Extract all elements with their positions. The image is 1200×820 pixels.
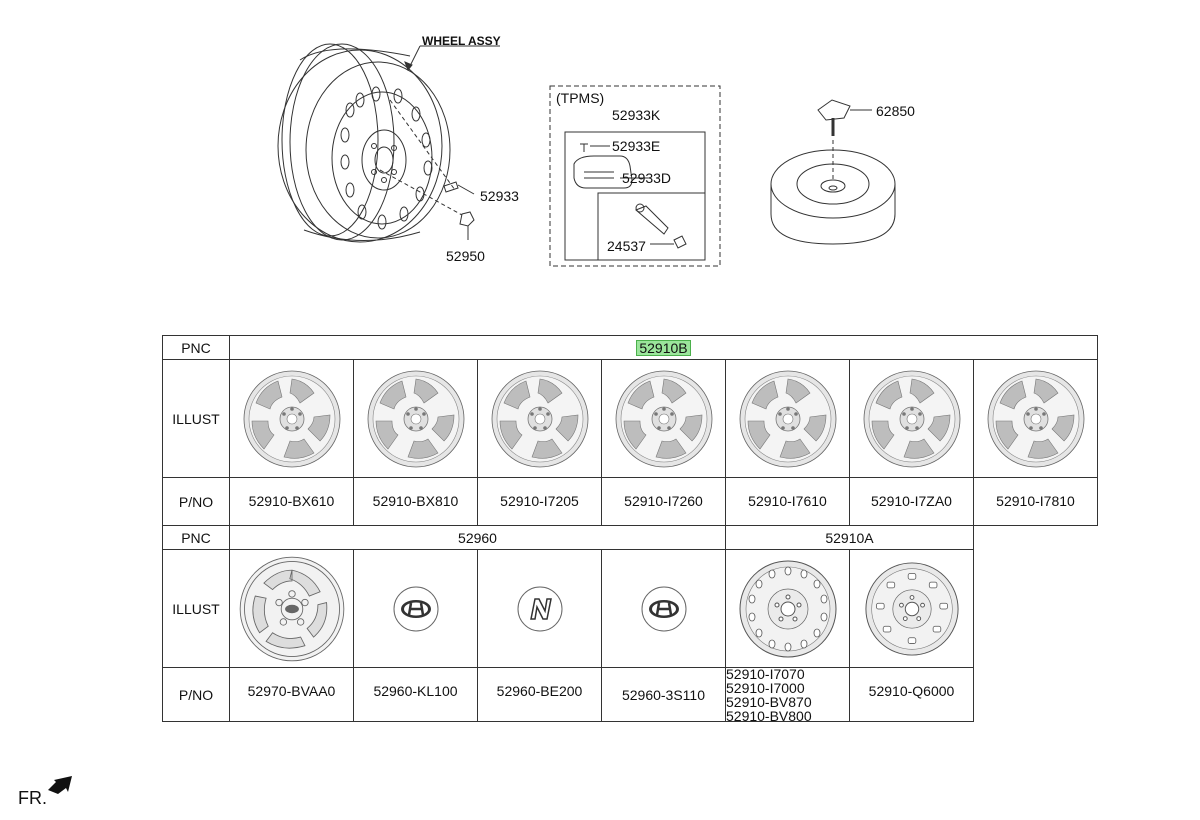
hub-cap-n-illust[interactable] [478, 550, 602, 668]
row2-pnc-header: PNC [163, 526, 230, 550]
hub-cap-illust[interactable] [602, 550, 726, 668]
steel-wheel-illust[interactable] [850, 550, 974, 668]
hyundai-logo-icon [641, 586, 686, 631]
pnc-52960[interactable]: 52960 [230, 526, 726, 550]
part-no-cell[interactable]: 52910-I7205 [478, 478, 602, 526]
alloy-wheel-icon [987, 370, 1084, 467]
part-no[interactable]: 52910-BV800 [726, 707, 812, 724]
alloy-wheel-icon [243, 370, 340, 467]
part-no-cell[interactable]: 52910-BX810 [354, 478, 478, 526]
steel-wheel-illust[interactable] [726, 550, 850, 668]
row2-illust-header: ILLUST [163, 550, 230, 668]
part-no-multi-cell: 52910-I7070 52910-I7000 52910-BV870 5291… [726, 665, 850, 724]
row1-pno-header: P/NO [163, 478, 230, 526]
pnc-52910b[interactable]: 52910B [636, 339, 691, 356]
front-arrow-icon [48, 776, 72, 794]
callout-nut: 52950 [446, 248, 485, 264]
callout-sensor-valve: 52933D [622, 170, 672, 186]
hyundai-logo-icon [393, 586, 438, 631]
part-no-cell[interactable]: 52910-I7260 [602, 478, 726, 526]
wheel-illust-6[interactable] [850, 360, 974, 478]
wheel-illust-1[interactable] [230, 360, 354, 478]
part-no-cell[interactable]: 52960-BE200 [478, 668, 602, 722]
callout-valve: 52933 [480, 188, 519, 204]
part-no[interactable]: 52910-I7070 [726, 665, 805, 682]
wheel-illust-3[interactable] [478, 360, 602, 478]
alloy-wheel-icon [491, 370, 588, 467]
pnc-52910a[interactable]: 52910A [726, 526, 974, 550]
part-no-cell[interactable]: 52910-I7810 [974, 478, 1098, 526]
n-logo-icon [517, 586, 562, 631]
alloy-wheel-icon [863, 370, 960, 467]
steel-wheel-icon [864, 561, 959, 656]
wheel-illust-7[interactable] [974, 360, 1098, 478]
callout-tpms-sensor-set: 52933K [612, 107, 661, 123]
row1-pnc-header: PNC [163, 336, 230, 360]
hub-cap-illust[interactable] [354, 550, 478, 668]
alloy-wheel-icon [367, 370, 464, 467]
callout-screw: 52933E [612, 138, 661, 154]
wheel-illust-4[interactable] [602, 360, 726, 478]
empty-cell [974, 550, 1098, 668]
steel-wheel-drawing [277, 43, 451, 243]
steel-wheel-icon [739, 560, 836, 657]
exploded-diagram [277, 43, 896, 267]
wheel-assy-label: WHEEL ASSY [422, 34, 501, 48]
part-no-cell[interactable]: 52970-BVAA0 [230, 668, 354, 722]
wheel-illust-2[interactable] [354, 360, 478, 478]
row2-pno-header: P/NO [163, 668, 230, 722]
wheel-illust-5[interactable] [726, 360, 850, 478]
part-no-cell[interactable]: 52910-I7ZA0 [850, 478, 974, 526]
front-label: FR. [18, 788, 47, 808]
empty-cell [974, 668, 1098, 722]
alloy-wheel-icon [739, 370, 836, 467]
row1-pnc-cell: 52910B [230, 336, 1098, 360]
part-no[interactable]: 52910-BV870 [726, 693, 812, 710]
spare-tire-drawing [770, 140, 896, 245]
part-no-cell[interactable]: 52910-Q6000 [850, 668, 974, 722]
part-no-cell[interactable]: 52910-BX610 [230, 478, 354, 526]
wheel-cover-icon [239, 556, 344, 661]
alloy-wheel-icon [615, 370, 712, 467]
callout-spare-carrier: 62850 [876, 103, 915, 119]
part-no[interactable]: 52910-I7000 [726, 679, 805, 696]
part-no-cell[interactable]: 52960-3S110 [602, 668, 726, 722]
parts-table: PNC 52910B ILLUST P/NO 52910-BX610 52910… [162, 335, 1098, 724]
part-no-cell[interactable]: 52910-I7610 [726, 478, 850, 526]
part-no-cell[interactable]: 52960-KL100 [354, 668, 478, 722]
callout-valve-cap: 24537 [607, 238, 646, 254]
wheel-cover-illust[interactable] [230, 550, 354, 668]
row1-illust-header: ILLUST [163, 360, 230, 478]
empty-cell [974, 526, 1098, 550]
callout-tpms-group: (TPMS) [556, 90, 605, 106]
